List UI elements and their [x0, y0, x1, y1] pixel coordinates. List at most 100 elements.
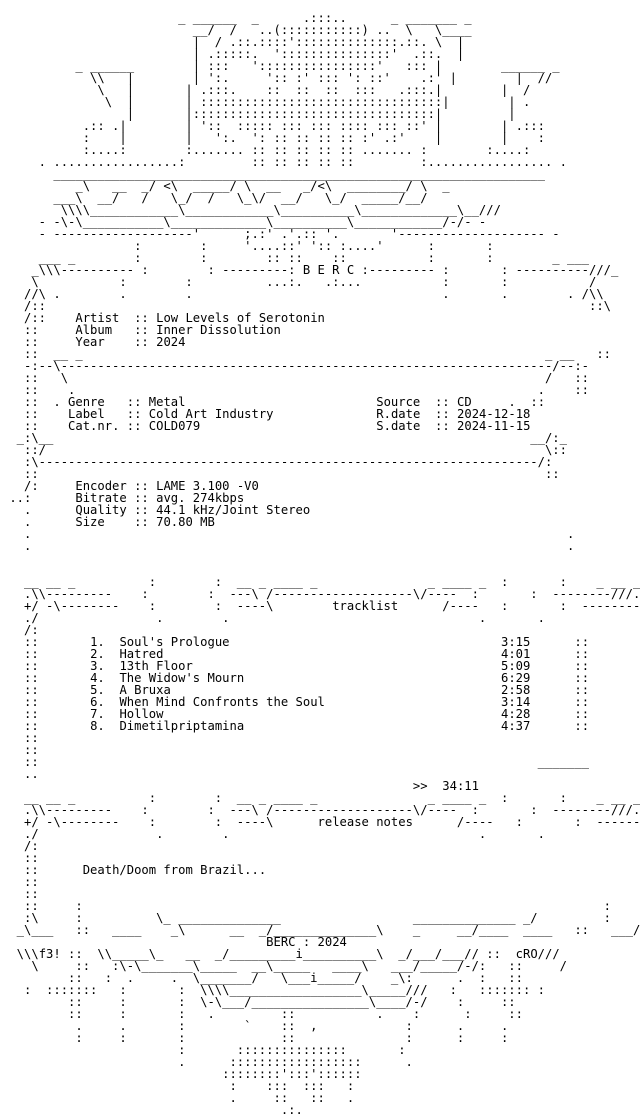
frame-line: :: ::	[2, 888, 640, 900]
ascii-art-line: ::::::::':::'::::::	[2, 1067, 362, 1081]
frame-line: .. ::	[2, 768, 640, 780]
ascii-art-line: //\ . . . . . . /\\	[2, 287, 604, 301]
footer-art: : ::::::::::::::: :	[2, 1044, 640, 1056]
track-row: :: 7. Hollow 4:28 ::	[2, 708, 640, 720]
catnr-value: COLD079	[148, 419, 201, 433]
ascii-art-line: :: : : . :: . : : ::	[2, 1007, 523, 1021]
total-row: >> 34:11	[2, 780, 640, 792]
header-art: | .:::::. ':::::::::::::::' .::. |	[2, 48, 640, 60]
ascii-art-line: . :::::::::::::::::: .	[2, 1055, 413, 1069]
album-row: :: Album :: Inner Dissolution	[2, 324, 640, 336]
ascii-art-line: \\\\____________\____________\__________…	[2, 203, 501, 217]
section-frame: .\\--------- : : ---\ /-----------------…	[2, 804, 640, 816]
year-value: 2024	[156, 335, 186, 349]
track-row: :: 8. Dimetilpriptamina 4:37 ::	[2, 720, 640, 732]
track-number: 5.	[90, 683, 105, 697]
artist-label: Artist	[75, 311, 120, 325]
spacer: ::	[2, 323, 76, 337]
track-number: 4.	[90, 671, 105, 685]
header-art: //\ . . . . . . /\\	[2, 288, 640, 300]
header-art: - -\-\___________\_____________\________…	[2, 216, 640, 228]
header-art: | |:::::::::::::::::::::::::::::::::| |	[2, 108, 640, 120]
separator: ::	[134, 311, 149, 325]
spacer: ..:	[2, 491, 76, 505]
track-row: :: 1. Soul's Prologue 3:15 ::	[2, 636, 640, 648]
section-frame: /: :\	[2, 840, 640, 852]
track-duration: 3:15	[501, 635, 531, 649]
ascii-art-line: : : '....::' ':: :....' : :	[2, 239, 494, 253]
separator: ::	[134, 515, 149, 529]
ascii-art-line: :: : : ::	[2, 899, 640, 913]
track-row: :: 3. 13th Floor 5:09 ::	[2, 660, 640, 672]
spacer: /---- : : --------/- \+	[456, 815, 640, 829]
album-value: Inner Dissolution	[156, 323, 281, 337]
frame-line: . .	[2, 540, 640, 552]
label-label: Label	[68, 407, 105, 421]
genre-label: Genre	[68, 395, 105, 409]
ascii-art-line: \ :: :\-\_______\_____ __\_____ ____\ __…	[2, 959, 567, 973]
frame-line: :: _______ ::	[2, 756, 640, 768]
spacer: ::	[2, 863, 83, 877]
ascii-art-line: :: : : \-\___/________________\____/-/ :…	[2, 995, 516, 1009]
frame-line: :: : : ::	[2, 900, 640, 912]
size-row: . Size :: 70.80 MB	[2, 516, 640, 528]
spacer: ::	[2, 695, 91, 709]
track-title: 13th Floor	[119, 659, 193, 673]
track-title: Hollow	[119, 707, 164, 721]
encoder-label: Encoder	[75, 479, 127, 493]
ascii-art-line: . :: :: .	[2, 1091, 355, 1105]
genre-right-label: Source	[376, 395, 421, 409]
label-row: :: Label :: Cold Art Industry R.date :: …	[2, 408, 640, 420]
catnr-right-value: 2024-11-15	[457, 419, 531, 433]
spacer: ::	[530, 647, 590, 661]
separator: ::	[434, 395, 450, 409]
ascii-art-line: :: ::	[2, 467, 560, 481]
ascii-art-line: :....: :....... :: :: :: :: :: ....... :…	[2, 143, 531, 157]
release-notes-heading: release notes	[317, 815, 413, 829]
frame-line: ::	[2, 744, 640, 756]
track-number: 2.	[90, 647, 105, 661]
track-duration: 4:01	[501, 647, 531, 661]
spacer: ::	[530, 719, 590, 733]
track-duration: 6:29	[501, 671, 531, 685]
ascii-art-line: . . : ` :: , : . .	[2, 1019, 509, 1033]
spacer: ::	[2, 707, 91, 721]
size-value: 70.80 MB	[156, 515, 215, 529]
frame-line: :: __ _ _ __ ::	[2, 348, 640, 360]
spacer: ::	[2, 419, 69, 433]
ascii-art-line: . .................: :: :: :: :: :: :...…	[2, 155, 567, 169]
header-art: - -------------------' ;.:' .'.:: '. '--…	[2, 228, 640, 240]
header-art: _ ______ _ .:::.. _ _______ _	[2, 12, 640, 24]
spacer: +/ -\-------- : : ----\	[2, 815, 318, 829]
spacer: .	[2, 515, 76, 529]
ascii-art-line: :: \ / ::	[2, 371, 589, 385]
frame-line: :: ::	[2, 468, 640, 480]
spacer: /:	[2, 479, 76, 493]
header-art: ___\ __/ / \_/ / \_\/ __/ \_/ _____/__/	[2, 192, 640, 204]
separator: ::	[134, 503, 149, 517]
total-marker: >>	[412, 779, 428, 793]
ascii-art-line: :\ : \_ ______________ ______________ _/…	[2, 911, 640, 925]
ascii-art-line: _ ______ _ .:::.. _ _______ _	[2, 12, 472, 25]
header-art: :....: :....... :: :: :: :: :: ....... :…	[2, 144, 640, 156]
track-number: 1.	[90, 635, 105, 649]
footer-art: :: : : . :: . : : ::	[2, 1008, 640, 1020]
ascii-art-line: /:: ::\	[2, 299, 612, 313]
ascii-art-line: : | | ':. ': :: :: :: :: :' .:' | | :	[2, 131, 545, 145]
frame-line: _:\__ __/:_	[2, 432, 640, 444]
ascii-art-line: ________________________________________…	[2, 167, 545, 181]
ascii-art-line: .. ::	[2, 767, 640, 781]
track-title: Dimetilpriptamina	[119, 719, 245, 733]
spacer: ::	[2, 743, 39, 757]
ascii-art-line: /: :\	[2, 623, 640, 637]
track-title: A Bruxa	[119, 683, 171, 697]
ascii-art-line: - -\-\___________\_____________\________…	[2, 215, 487, 229]
signature-row: \\\f3! :: \\_____\_ __ _/_________i_____…	[2, 948, 640, 960]
catnr-right-label: S.date	[376, 419, 421, 433]
frame-line: :: . . ::	[2, 384, 640, 396]
spacer: ::	[2, 671, 91, 685]
section-frame: __ __ _ : : __ _ ____ _ _ ____ _ : : _ _…	[2, 576, 640, 588]
ascii-art-line: | / .::.::::'::::::::::::::.::. \ |	[2, 35, 465, 49]
footer-banner: BERC : 2024	[266, 935, 347, 949]
frame-line: :: \ / ::	[2, 372, 640, 384]
